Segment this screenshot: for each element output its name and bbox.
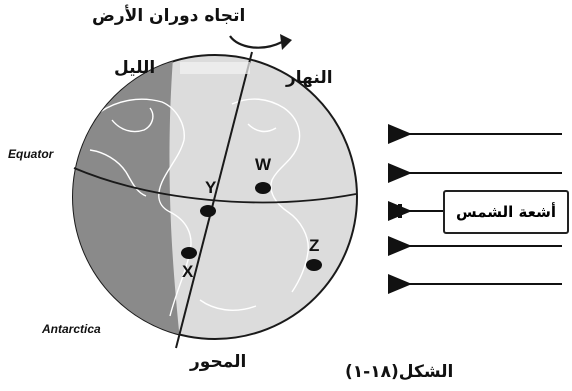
equator-label: Equator <box>8 147 54 161</box>
antarctica-label: Antarctica <box>42 322 101 336</box>
sun-rays <box>388 124 562 294</box>
point-markers <box>181 182 322 271</box>
point-x-label: X <box>182 262 194 281</box>
axis-label: المحور <box>190 352 247 372</box>
sun-rays-box: أشعة الشمس <box>443 190 569 234</box>
ray-dots <box>398 204 402 218</box>
point-x-dot <box>181 247 197 259</box>
point-z-label: Z <box>309 236 320 255</box>
globe <box>72 51 358 349</box>
figure-caption: الشكل(١٨-١) <box>345 362 454 382</box>
night-side <box>73 55 186 339</box>
night-label: الليل <box>114 58 156 78</box>
equator-line <box>73 167 357 204</box>
day-label: النهار <box>286 68 333 88</box>
point-w-dot <box>255 182 271 194</box>
point-w-label: W <box>255 155 272 174</box>
rotation-arrow <box>229 34 292 50</box>
point-y-label: Y <box>205 178 217 197</box>
sun-rays-label: أشعة الشمس <box>456 203 556 221</box>
point-y-dot <box>200 205 216 217</box>
point-z-dot <box>306 259 322 271</box>
rotation-direction-label: اتجاه دوران الأرض <box>92 6 246 26</box>
